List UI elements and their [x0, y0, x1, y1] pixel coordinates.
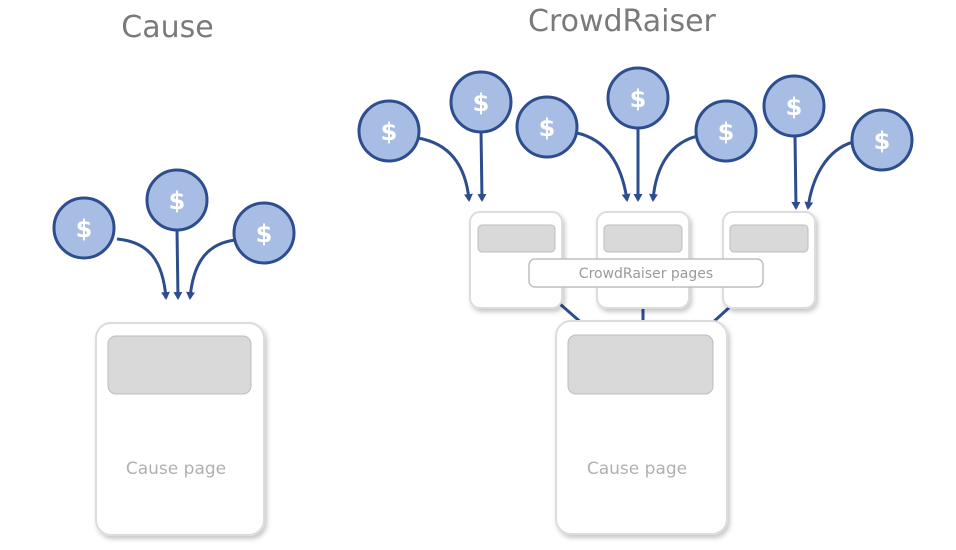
dollar-coin-icon: $: [606, 66, 670, 130]
dollar-coin-icon: $: [357, 99, 421, 163]
coin-symbol: $: [381, 118, 398, 146]
coin-symbol: $: [169, 187, 186, 215]
arrow-down-icon: [173, 229, 183, 300]
arrow-down-icon: [417, 136, 473, 202]
coin-symbol: $: [630, 85, 647, 113]
coin-symbol: $: [256, 220, 273, 248]
coin-symbol: $: [786, 93, 803, 121]
cause-title: Cause: [121, 10, 214, 45]
cause-panel: Cause page $ $ $: [52, 168, 296, 536]
arrow-down-icon: [791, 135, 801, 210]
coin-symbol: $: [874, 127, 891, 155]
crowdraiser-pages-label-box: [528, 258, 764, 288]
coin-symbol: $: [718, 118, 735, 146]
coin-symbol: $: [76, 215, 93, 243]
coin-symbol: $: [473, 89, 490, 117]
crowdraiser-panel: CrowdRaiser pages Cause page $ $ $ $ $ $: [357, 66, 914, 535]
crowdraiser-title: CrowdRaiser: [528, 4, 716, 39]
dollar-coin-icon: $: [762, 74, 826, 138]
crowdraiser-page-header: [477, 224, 556, 253]
crowdraiser-page-header: [729, 224, 809, 253]
dollar-coin-icon: $: [694, 99, 758, 163]
dollar-coin-icon: $: [52, 196, 116, 260]
cause-page-label: Cause page: [587, 459, 687, 479]
dollar-coin-icon: $: [850, 108, 914, 172]
arrow-down-icon: [186, 238, 236, 300]
arrow-down-icon: [804, 140, 854, 210]
arrow-down-icon: [576, 131, 631, 202]
dollar-coin-icon: $: [145, 168, 209, 232]
dollar-coin-icon: $: [449, 70, 513, 134]
crowdraiser-pages-label: CrowdRaiser pages: [579, 266, 713, 282]
cause-page-label: Cause page: [126, 459, 226, 479]
arrow-down-icon: [477, 129, 487, 202]
arrow-down-icon: [649, 134, 699, 202]
coin-symbol: $: [539, 114, 556, 142]
cause-page-header: [567, 334, 714, 395]
arrow-down-icon: [116, 237, 170, 300]
crowdraiser-page-header: [603, 224, 683, 253]
dollar-coin-icon: $: [232, 201, 296, 265]
cause-page-header: [107, 335, 252, 395]
dollar-coin-icon: $: [515, 95, 579, 159]
